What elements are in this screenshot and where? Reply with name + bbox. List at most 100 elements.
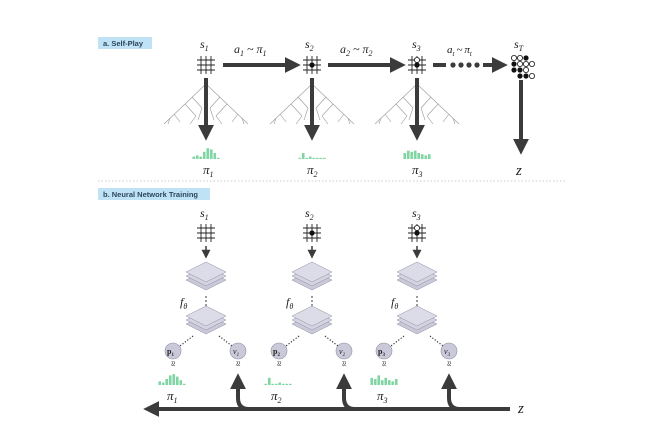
selfplay-state-label: s3 bbox=[412, 37, 421, 53]
histogram-bar bbox=[179, 380, 183, 385]
target-histogram-1 bbox=[158, 374, 186, 385]
histogram-bar bbox=[315, 157, 319, 159]
svg-text:≈: ≈ bbox=[338, 361, 349, 367]
policy-head-1: p1 bbox=[164, 342, 182, 360]
svg-text:v2: v2 bbox=[339, 347, 346, 358]
network-dots bbox=[205, 296, 418, 306]
histogram-bar bbox=[285, 383, 289, 385]
histogram-bar bbox=[380, 380, 384, 385]
policy-label-1: π1 bbox=[203, 162, 214, 179]
histogram-bar bbox=[394, 379, 398, 385]
histogram-bar bbox=[278, 382, 282, 385]
histogram-bar bbox=[308, 156, 312, 159]
network-layers-top-3 bbox=[396, 261, 438, 291]
svg-text:≈: ≈ bbox=[273, 361, 284, 367]
histogram-bar bbox=[427, 154, 431, 159]
policy-histogram-2 bbox=[298, 153, 326, 159]
target-histogram-2 bbox=[264, 377, 292, 385]
histogram-bar bbox=[161, 382, 165, 385]
network-label-3: fθ bbox=[391, 295, 398, 311]
training-state-label: s2 bbox=[305, 206, 314, 222]
svg-text:p1: p1 bbox=[167, 347, 174, 358]
histogram-bar bbox=[175, 376, 179, 385]
action-label-1: a1~π1 bbox=[234, 42, 267, 58]
histogram-bar bbox=[202, 151, 206, 159]
network-layers-top-1 bbox=[185, 261, 227, 291]
histogram-bar bbox=[213, 153, 217, 159]
histogram-bar bbox=[322, 157, 326, 159]
svg-text:v3: v3 bbox=[444, 347, 451, 358]
policy-head-3: p3 bbox=[375, 342, 393, 360]
histogram-bar bbox=[417, 153, 421, 159]
network-layers-top-2 bbox=[291, 261, 333, 291]
ellipsis-dots bbox=[450, 62, 480, 68]
histogram-bar bbox=[413, 150, 417, 159]
section-b-tag: b. Neural Network Training bbox=[98, 188, 210, 200]
policy-histogram-3 bbox=[403, 150, 431, 159]
histogram-bar bbox=[199, 156, 203, 159]
histogram-bar bbox=[298, 157, 302, 159]
action-label-t: at~πt bbox=[447, 44, 473, 58]
histogram-bar bbox=[206, 148, 210, 159]
selfplay-state-label: s1 bbox=[200, 37, 209, 53]
value-head-3: v3 bbox=[440, 342, 458, 360]
network-label-2: fθ bbox=[286, 295, 293, 311]
histogram-bar bbox=[410, 151, 414, 159]
histogram-bar bbox=[216, 157, 220, 159]
go-board-train-s3 bbox=[408, 224, 426, 242]
svg-text:≈: ≈ bbox=[443, 361, 454, 367]
value-head-2: v2 bbox=[335, 342, 353, 360]
training-state-label: s1 bbox=[200, 206, 209, 222]
action-label-2: a2~π2 bbox=[340, 42, 373, 58]
target-label-3: π3 bbox=[377, 388, 388, 405]
svg-text:p3: p3 bbox=[378, 347, 385, 358]
histogram-bar bbox=[264, 383, 268, 385]
histogram-bar bbox=[301, 153, 305, 159]
histogram-bar bbox=[312, 157, 316, 159]
histogram-bar bbox=[168, 375, 172, 385]
svg-text:≈: ≈ bbox=[378, 361, 389, 367]
histogram-bar bbox=[373, 379, 377, 385]
histogram-bar bbox=[424, 155, 428, 159]
network-label-1: fθ bbox=[180, 295, 187, 311]
approx-symbols: ≈ ≈ ≈ ≈ ≈ ≈ bbox=[167, 361, 454, 367]
go-board-s2 bbox=[303, 56, 321, 74]
network-layers-bottom-1 bbox=[185, 305, 227, 335]
selfplay-state-label: s2 bbox=[305, 37, 314, 53]
policy-label-3: π3 bbox=[412, 162, 423, 179]
histogram-bar bbox=[182, 383, 186, 385]
training-state-label: s3 bbox=[412, 206, 421, 222]
histogram-bar bbox=[271, 383, 275, 385]
histogram-bar bbox=[420, 154, 424, 159]
histogram-bar bbox=[403, 153, 407, 159]
histogram-bar bbox=[391, 381, 395, 385]
histogram-bar bbox=[319, 157, 323, 159]
target-label-2: π2 bbox=[271, 388, 282, 405]
histogram-bar bbox=[158, 381, 162, 385]
histogram-bar bbox=[195, 155, 199, 159]
value-target-arrows bbox=[143, 373, 510, 417]
policy-head-2: p2 bbox=[270, 342, 288, 360]
network-layers-bottom-3 bbox=[396, 305, 438, 335]
go-board-train-s2 bbox=[303, 224, 321, 242]
histogram-bar bbox=[267, 377, 271, 385]
go-board-s1 bbox=[197, 56, 215, 74]
section-a-label: a. Self-Play bbox=[103, 39, 144, 48]
histogram-bar bbox=[387, 380, 391, 385]
histogram-bar bbox=[370, 377, 374, 385]
section-a-tag: a. Self-Play bbox=[98, 37, 152, 49]
target-histogram-3 bbox=[370, 375, 398, 385]
selfplay-state-label: sT bbox=[514, 37, 524, 53]
histogram-bar bbox=[305, 157, 309, 159]
outcome-label: z bbox=[515, 163, 522, 179]
histogram-bar bbox=[406, 150, 410, 159]
svg-text:≈: ≈ bbox=[167, 361, 178, 367]
section-b-label: b. Neural Network Training bbox=[103, 190, 198, 199]
histogram-bar bbox=[274, 383, 278, 385]
histogram-bar bbox=[192, 156, 196, 159]
policy-histogram-1 bbox=[192, 148, 220, 159]
histogram-bar bbox=[165, 379, 169, 385]
svg-text:v1: v1 bbox=[233, 347, 239, 358]
histogram-bar bbox=[377, 375, 381, 385]
